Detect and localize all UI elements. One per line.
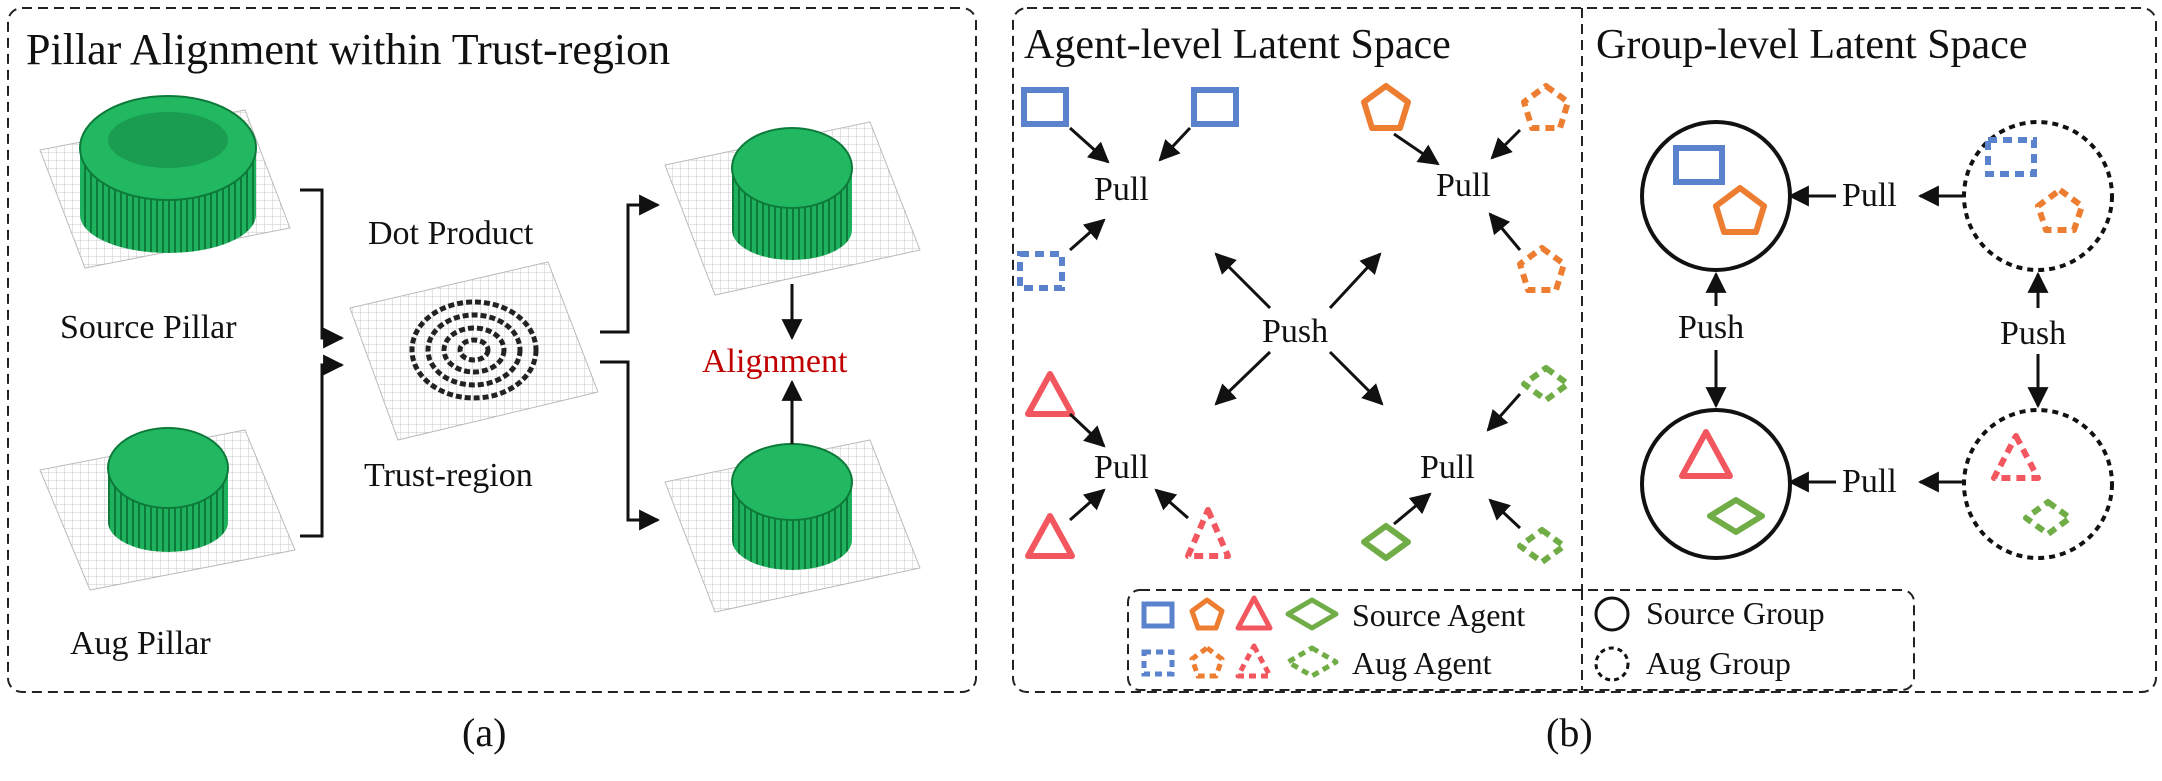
trust-region-grid (349, 261, 599, 441)
legend-aug-square (1141, 649, 1175, 677)
group-aug-blue-square (1985, 137, 2037, 177)
panel-a-border (7, 7, 977, 693)
pull-arrow-bl-2 (1069, 488, 1106, 522)
aug-agent-orange-pentagon (1521, 83, 1571, 131)
source-agent-green-diamond (1361, 523, 1411, 561)
pull-arrow-br-2 (1393, 492, 1432, 526)
source-pillar-image (39, 95, 291, 269)
legend-source-group-label: Source Group (1646, 595, 1825, 631)
aug-pillar-image (39, 427, 296, 591)
dot-to-bottom-arrow (600, 360, 661, 531)
pull-arrow-tr-2 (1490, 128, 1522, 160)
legend-source-square (1141, 601, 1175, 629)
pull-label-tr: Pull (1436, 167, 1491, 204)
aug-agent-green-diamond (1521, 365, 1571, 403)
push-label-group-right: Push (2000, 315, 2066, 352)
legend-source-triangle (1235, 595, 1273, 631)
source-agent-blue-square-2 (1191, 87, 1239, 127)
pull-label-tl: Pull (1094, 171, 1149, 208)
source-pillar-label: Source Pillar (60, 309, 237, 346)
aligned-source-pillar-image (664, 121, 921, 296)
legend-aug-group-label: Aug Group (1646, 645, 1791, 681)
pull-arrow-tr-1 (1393, 132, 1440, 166)
legend-aug-group-circle (1594, 646, 1630, 682)
legend-box (1127, 589, 1915, 691)
trust-region-label: Trust-region (364, 457, 533, 494)
push-arrow-sw (1214, 350, 1272, 406)
push-label-group-left: Push (1678, 309, 1744, 346)
legend-source-group-circle (1594, 596, 1630, 632)
legend-aug-agent-label: Aug Agent (1352, 645, 1492, 681)
pull-arrow-br-3 (1488, 498, 1522, 530)
pull-label-group-top: Pull (1842, 177, 1897, 214)
source-to-dot-arrow (300, 188, 345, 349)
aug-agent-orange-pentagon-2 (1517, 245, 1567, 293)
legend-source-pentagon (1189, 597, 1225, 631)
pull-arrow-br-1 (1486, 393, 1522, 432)
pull-label-br: Pull (1420, 449, 1475, 486)
legend: Source Agent Aug Agent Source Group Aug … (1127, 589, 1915, 691)
source-agent-red-triangle-2 (1025, 513, 1075, 559)
group-orange-pentagon (1713, 185, 1767, 235)
panel-a: Pillar Alignment within Trust-region Sou… (7, 7, 977, 755)
panel-b-border (1012, 7, 2157, 693)
aug-to-dot-arrow (300, 354, 345, 538)
push-arrow-se (1328, 350, 1384, 406)
push-arrow-ne (1328, 252, 1382, 310)
pull-arrow-tl-3 (1069, 218, 1106, 252)
aligned-aug-pillar-image (664, 439, 921, 613)
pull-label-bl: Pull (1094, 449, 1149, 486)
pull-arrow-bl-1 (1068, 412, 1106, 448)
pull-arrow-tr-3 (1488, 212, 1522, 251)
source-agent-red-triangle (1025, 371, 1075, 417)
aug-agent-blue-square (1017, 251, 1065, 291)
panel-b: Agent-level Latent Space Group-level Lat… (1012, 7, 2157, 755)
dot-to-top-arrow (600, 194, 661, 334)
caption-a: (a) (462, 710, 506, 755)
alignment-label: Alignment (702, 343, 848, 380)
source-group-bottom (1640, 408, 1792, 560)
group-aug-green-diamond (2023, 499, 2073, 537)
group-level-title: Group-level Latent Space (1596, 22, 2027, 68)
legend-source-diamond (1285, 597, 1339, 631)
group-blue-square (1673, 145, 1725, 185)
group-aug-orange-pentagon (2035, 187, 2085, 233)
push-label-agent: Push (1262, 313, 1328, 350)
aug-pillar-label: Aug Pillar (70, 625, 211, 662)
aug-agent-green-diamond-2 (1517, 527, 1567, 565)
legend-aug-diamond (1285, 645, 1339, 679)
group-green-diamond (1707, 497, 1765, 535)
group-red-triangle (1679, 429, 1733, 479)
pull-arrow-bl-3 (1154, 488, 1189, 520)
push-arrow-nw (1214, 252, 1272, 310)
legend-aug-pentagon (1189, 645, 1225, 679)
source-group-top (1640, 120, 1792, 272)
dot-product-label: Dot Product (368, 215, 534, 252)
aug-group-bottom (1962, 408, 2114, 560)
source-agent-orange-pentagon (1361, 83, 1411, 131)
legend-source-agent-label: Source Agent (1352, 597, 1525, 633)
legend-aug-triangle (1235, 643, 1273, 679)
caption-b: (b) (1546, 710, 1593, 755)
group-aug-red-triangle (1991, 433, 2041, 481)
agent-level-title: Agent-level Latent Space (1024, 22, 1451, 68)
source-agent-blue-square (1021, 87, 1069, 127)
panel-a-title: Pillar Alignment within Trust-region (26, 25, 670, 74)
pull-arrow-tl-1 (1068, 126, 1110, 164)
aug-agent-red-triangle (1185, 507, 1231, 559)
pull-arrow-tl-2 (1158, 126, 1192, 162)
pull-label-group-bottom: Pull (1842, 463, 1897, 500)
